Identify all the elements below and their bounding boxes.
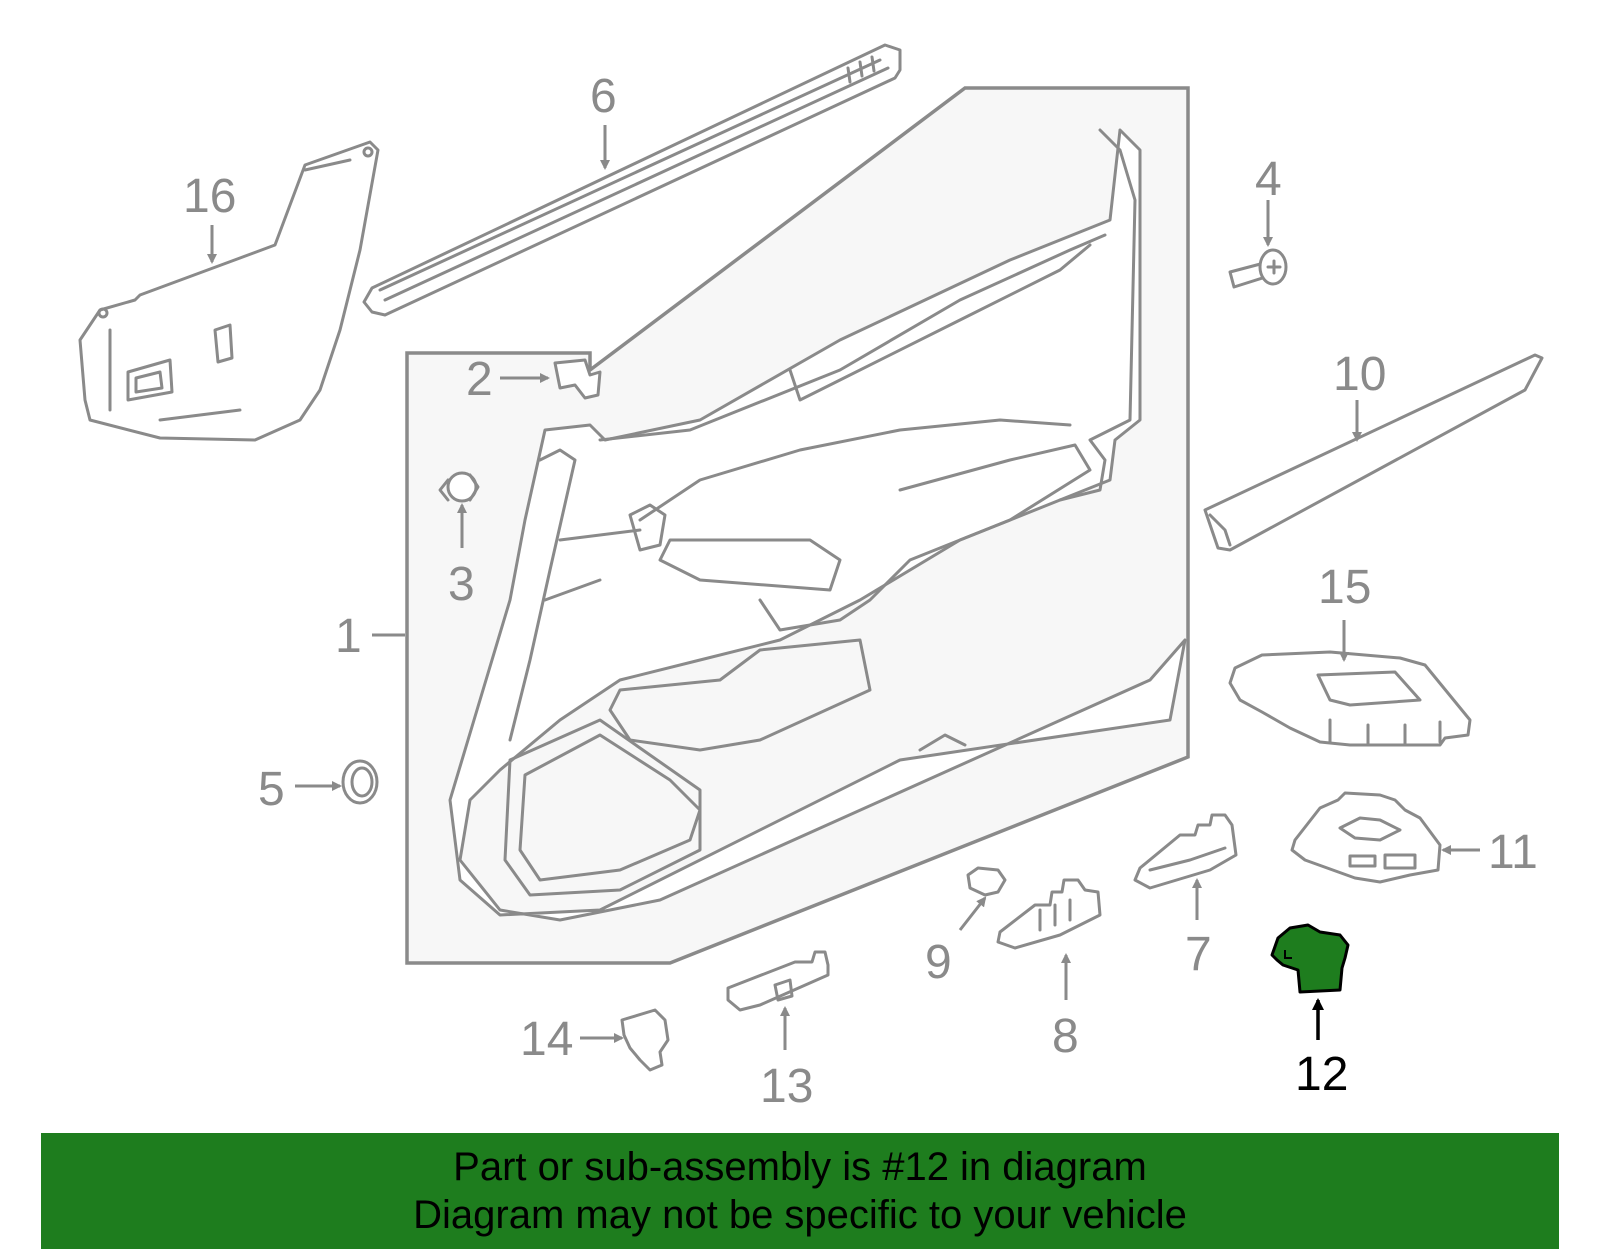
label-part-6: 6 (590, 70, 617, 123)
label-part-15: 15 (1318, 561, 1371, 614)
part-7-handle-bracket (1133, 813, 1238, 890)
label-part-3: 3 (448, 558, 475, 611)
part-11-switch (1290, 791, 1442, 884)
part-14-plug (620, 1008, 670, 1072)
label-part-11: 11 (1488, 826, 1538, 879)
label-part-1: 1 (335, 610, 362, 663)
part-1-door-trim-panel (405, 86, 1190, 965)
label-part-7: 7 (1185, 928, 1212, 981)
part-8-pull-cover (996, 878, 1102, 950)
label-part-10: 10 (1333, 348, 1386, 401)
part-3-fastener (438, 471, 480, 503)
part-9-clip (966, 866, 1007, 897)
label-part-5: 5 (258, 763, 285, 816)
part-16-bracket (78, 140, 380, 442)
part-2-clip (553, 358, 602, 400)
label-part-4: 4 (1255, 153, 1282, 206)
label-part-13: 13 (760, 1060, 813, 1113)
part-4-screw (1228, 248, 1288, 289)
part-12-highlighted (1270, 923, 1350, 994)
banner-line-1: Part or sub-assembly is #12 in diagram (453, 1145, 1147, 1189)
label-part-2: 2 (466, 353, 493, 406)
part-6-weatherstrip (362, 43, 902, 317)
part-10-garnish (1203, 353, 1544, 552)
part-13-switch (726, 950, 830, 1012)
info-banner: Part or sub-assembly is #12 in diagram D… (41, 1133, 1559, 1249)
part-15-bezel (1228, 650, 1472, 747)
banner-line-2: Diagram may not be specific to your vehi… (413, 1193, 1187, 1237)
label-part-12: 12 (1295, 1048, 1348, 1101)
label-part-16: 16 (183, 170, 236, 223)
label-part-14: 14 (520, 1013, 573, 1066)
label-part-9: 9 (925, 936, 952, 989)
part-5-cap (341, 759, 379, 805)
label-part-8: 8 (1052, 1010, 1079, 1063)
